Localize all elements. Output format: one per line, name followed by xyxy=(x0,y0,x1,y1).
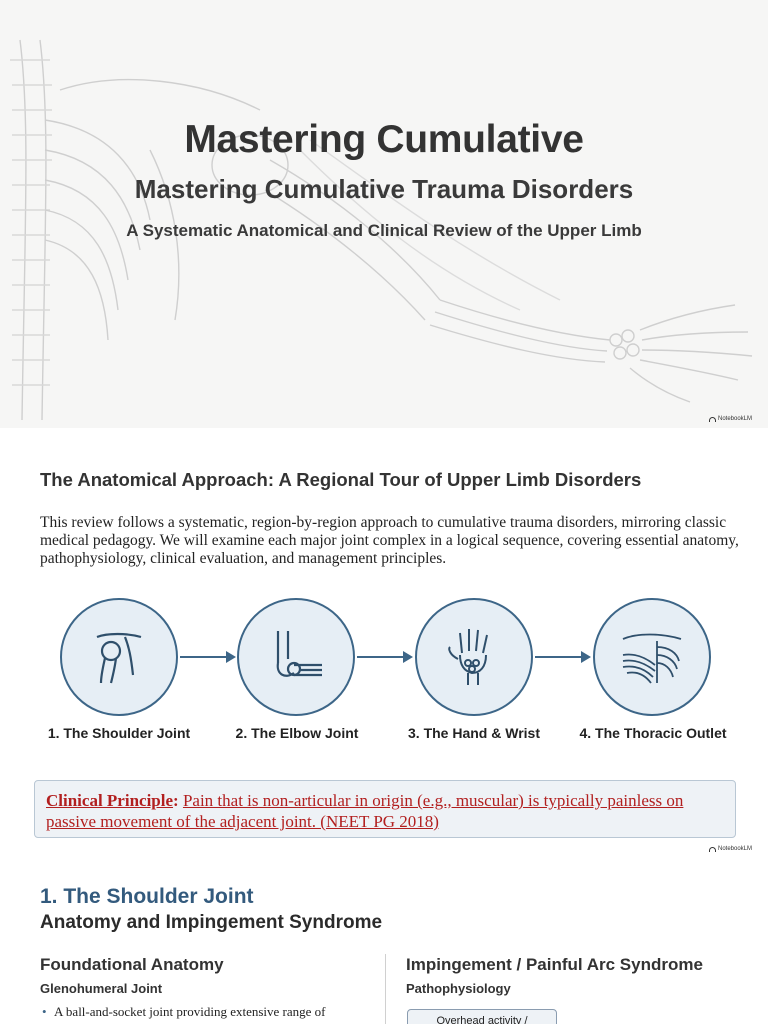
right-column-subheading: Pathophysiology xyxy=(406,981,511,996)
watermark-text: NotebookLM xyxy=(718,416,753,422)
flow-arrow xyxy=(535,651,591,663)
notebooklm-watermark: NotebookLM xyxy=(709,416,752,422)
elbow-icon xyxy=(276,631,322,677)
step-hand-circle xyxy=(415,598,533,716)
notebooklm-logo-icon xyxy=(709,416,716,422)
slide-separator xyxy=(0,428,768,436)
step-elbow-circle xyxy=(237,598,355,716)
notebooklm-watermark: NotebookLM xyxy=(709,846,752,852)
flow-arrow xyxy=(180,651,236,663)
shoulder-icon xyxy=(96,632,142,684)
overview-slide: The Anatomical Approach: A Regional Tour… xyxy=(0,436,768,858)
upper-limb-skeleton-illustration xyxy=(10,39,753,421)
watermark-text: NotebookLM xyxy=(718,846,753,852)
pathophysiology-flow-box: Overhead activity / xyxy=(407,1009,557,1024)
step-label: 3. The Hand & Wrist xyxy=(408,725,540,741)
step-label: 1. The Shoulder Joint xyxy=(47,725,191,741)
list-item: • A ball-and-socket joint providing exten… xyxy=(42,1004,325,1020)
thoracic-outlet-icon xyxy=(622,633,682,684)
bullet-text: A ball-and-socket joint providing extens… xyxy=(54,1004,326,1019)
bullet-dot-icon: • xyxy=(42,1004,47,1019)
hand-icon xyxy=(448,629,488,685)
title-subtitle: A Systematic Anatomical and Clinical Rev… xyxy=(126,221,642,240)
shoulder-title: 1. The Shoulder Joint xyxy=(40,885,254,908)
title-main: Mastering Cumulative Trauma Disorders xyxy=(134,174,634,204)
left-column-subheading: Glenohumeral Joint xyxy=(40,981,163,996)
step-label: 2. The Elbow Joint xyxy=(235,725,359,741)
clinical-principle-callout: Clinical Principle: Pain that is non-art… xyxy=(34,780,736,838)
overview-body: This review follows a systematic, region… xyxy=(40,514,739,567)
step-shoulder-circle xyxy=(60,598,178,716)
principle-label: Clinical Principle xyxy=(46,791,174,810)
left-column-heading: Foundational Anatomy xyxy=(40,955,224,974)
notebooklm-logo-icon xyxy=(709,846,716,852)
slide-separator xyxy=(0,858,768,866)
principle-text: Pain that is non-articular in origin (e.… xyxy=(46,791,684,831)
step-thoracic-outlet-circle xyxy=(593,598,711,716)
title-slide: Mastering Cumulative Mastering Cumulativ… xyxy=(0,0,768,428)
overview-title: The Anatomical Approach: A Regional Tour… xyxy=(40,469,642,490)
right-column-heading: Impingement / Painful Arc Syndrome xyxy=(406,955,703,974)
column-divider xyxy=(385,954,386,1024)
shoulder-slide: 1. The Shoulder Joint Anatomy and Imping… xyxy=(0,866,768,1024)
step-label: 4. The Thoracic Outlet xyxy=(579,725,727,741)
title-heading: Mastering Cumulative xyxy=(184,118,584,161)
shoulder-subtitle: Anatomy and Impingement Syndrome xyxy=(40,912,383,933)
flow-arrow xyxy=(357,651,413,663)
